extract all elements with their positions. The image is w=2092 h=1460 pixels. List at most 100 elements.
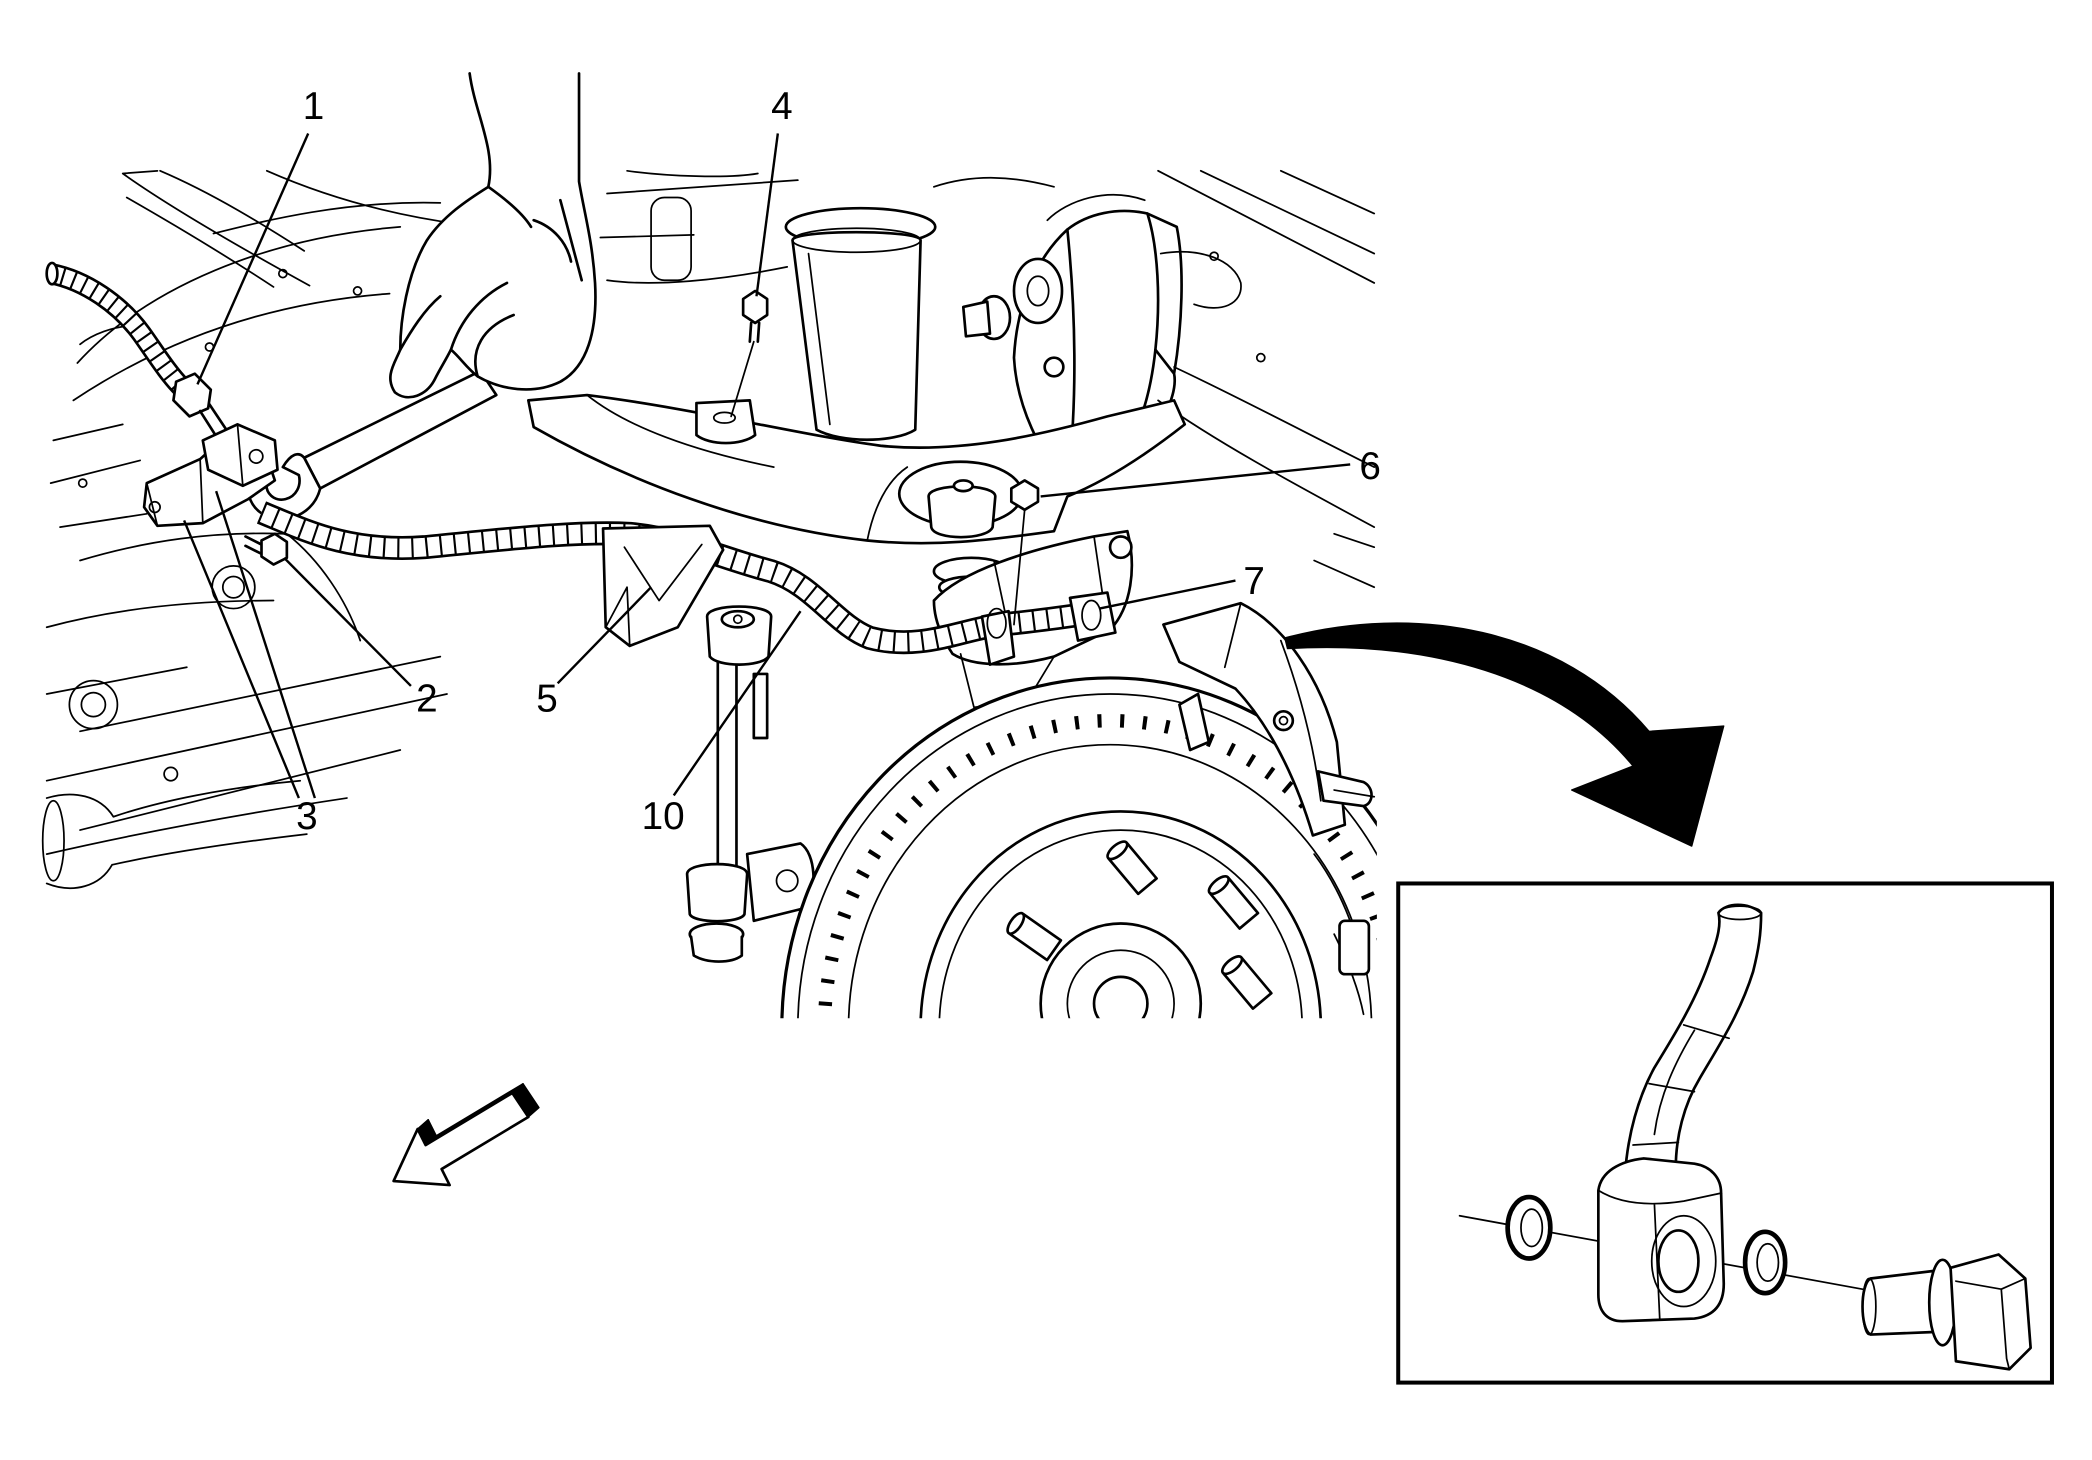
leader-line-7 xyxy=(1099,579,1236,610)
upper-arm-pivot-bolt xyxy=(961,300,992,338)
lower-tube xyxy=(45,779,308,890)
body-rivet xyxy=(1209,251,1219,262)
stabilizer-link xyxy=(685,605,815,963)
leader-line-3b xyxy=(214,490,317,799)
knuckle-bolt xyxy=(1108,535,1133,560)
sealing-washer-right-item-9 xyxy=(1742,1229,1788,1296)
inset-detail-view xyxy=(1396,881,2054,1385)
stabilizer-bar-hole xyxy=(775,869,799,893)
bracket-hose-block-port xyxy=(248,448,264,464)
link-upper-nut xyxy=(720,609,756,629)
wheel-hub-ring xyxy=(1066,949,1175,1019)
link-second-stud xyxy=(752,672,769,740)
wheel-stud xyxy=(1006,911,1063,962)
bracket-bolt-head xyxy=(260,532,289,566)
frame-rivet xyxy=(163,766,179,782)
wheel-stud-tip xyxy=(1207,874,1230,896)
brake-pipe-fitting-item-1 xyxy=(172,372,213,418)
bolt-6-head xyxy=(1009,479,1040,512)
link-upper-nut-bore xyxy=(732,614,743,625)
callout-10: 10 xyxy=(642,795,685,838)
hose-bracket-clamp-ring xyxy=(986,607,1007,639)
caliper-edges xyxy=(1223,602,1322,802)
banjo-bolt-hex-edges xyxy=(1955,1277,2027,1371)
hose-clip-7-body xyxy=(1068,591,1117,642)
hose-clip-item-7 xyxy=(1068,591,1117,642)
wheel-stud-tip xyxy=(1106,840,1129,861)
upper-arm-bushing xyxy=(1012,257,1064,325)
wheel-hub-cap xyxy=(1092,975,1149,1019)
bolt-4-install-path xyxy=(730,340,755,418)
leader-line-10 xyxy=(672,610,802,797)
crossmember-lines xyxy=(45,532,448,855)
brake-rotor xyxy=(780,676,1377,1019)
leader-line-6 xyxy=(1040,463,1351,498)
strut-assembly xyxy=(784,206,937,441)
callout-7: 7 xyxy=(1243,560,1265,603)
strut-body xyxy=(791,230,922,441)
bracket-bolt-shank xyxy=(244,535,263,556)
lower-arm-edge xyxy=(527,394,909,542)
brake-pipe-fill xyxy=(48,265,188,393)
spring-bumper xyxy=(927,485,997,539)
ball-joint-nut xyxy=(1043,356,1065,378)
hose-clip-body xyxy=(601,524,725,648)
banjo-bolt-tip xyxy=(1861,1277,1877,1336)
frame-rivet xyxy=(352,286,363,296)
sealing-washer-left-item-9 xyxy=(1505,1194,1553,1261)
callout-2: 2 xyxy=(416,677,438,720)
leader-line-4 xyxy=(755,133,780,297)
hose-bracket-clamp xyxy=(980,607,1016,666)
jounce-bumper xyxy=(650,196,692,282)
banjo-bolt-hex-head xyxy=(1949,1253,2032,1371)
leader-line-5 xyxy=(556,586,652,685)
frame-hole xyxy=(68,679,119,730)
detail-view-arrow xyxy=(1284,622,1725,847)
wheel-hub xyxy=(1039,922,1203,1019)
leader-line-2 xyxy=(283,556,412,687)
frame-hole-inner xyxy=(221,575,246,599)
hand-outline xyxy=(389,72,597,399)
bolt-6-install-path xyxy=(1013,508,1026,626)
link-rod xyxy=(716,652,738,885)
lower-arm-tab-hole xyxy=(712,411,737,424)
rotor-hat xyxy=(919,810,1322,1019)
bumper-nut xyxy=(952,479,974,493)
rotor-outer-edge xyxy=(780,676,1377,1019)
brake-pipe-cut-end xyxy=(45,261,59,286)
upper-arm-bracket xyxy=(1046,193,1146,222)
front-direction-arrow xyxy=(392,1082,540,1187)
frame-rivet xyxy=(77,478,88,488)
rotor-hat-inner xyxy=(938,829,1303,1019)
upper-arm-bushing-bore xyxy=(1026,275,1050,307)
brake-caliper xyxy=(1162,601,1376,1016)
caliper-bleeder-bore xyxy=(1278,715,1289,726)
caliper-pin xyxy=(1178,692,1211,752)
bracket-hole xyxy=(148,500,161,514)
bolt-4-head xyxy=(741,289,769,325)
vehicle-frame-background xyxy=(41,169,1376,890)
leader-line-3a xyxy=(183,520,300,799)
frame-hole-inner xyxy=(80,691,107,718)
tie-rod-end xyxy=(1316,770,1373,808)
callout-5: 5 xyxy=(536,677,558,720)
lower-arm-tab xyxy=(695,399,757,445)
strut-top-edge xyxy=(791,227,922,254)
brake-hose-bracket xyxy=(142,423,279,528)
inset-hose-fitting-block xyxy=(1597,1157,1726,1323)
frame-rivet xyxy=(277,268,288,279)
wheel-stud-tip xyxy=(1006,911,1026,936)
wheel-stud xyxy=(1220,955,1273,1010)
inset-brake-hose xyxy=(1623,903,1763,1176)
wheel-stud xyxy=(1207,874,1260,930)
knuckle-arm-boss xyxy=(1338,919,1371,976)
inset-fitting-boss xyxy=(1650,1214,1717,1308)
hose-clip-edges xyxy=(604,543,703,647)
hose-clip-7-ring xyxy=(1081,599,1102,631)
bracket-hose-block-edge xyxy=(236,423,244,487)
caliper-body xyxy=(1162,601,1347,837)
callout-1: 1 xyxy=(303,85,325,128)
strut-highlight xyxy=(807,252,831,426)
leader-line-1 xyxy=(196,132,310,385)
rotor-inner-friction-edge xyxy=(847,743,1373,1019)
